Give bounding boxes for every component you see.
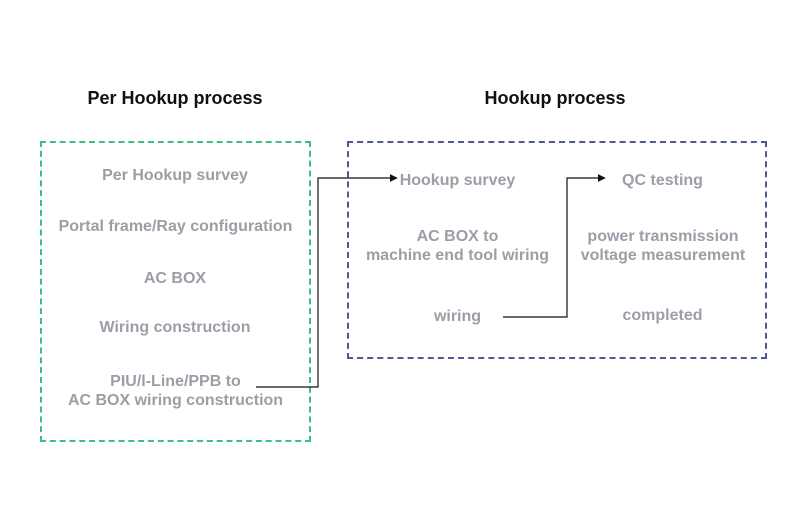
step-piu-line-1: PIU/l-Line/PPB to (110, 373, 241, 390)
step-wiring: wiring (433, 308, 482, 325)
step-qc-testing: QC testing (622, 172, 703, 189)
step-pre-hookup-survey: Per Hookup survey (102, 167, 248, 184)
step-wiring-construction: Wiring construction (99, 319, 251, 336)
hookup-heading: Hookup process (484, 88, 626, 108)
step-power-line-1: power transmission (587, 228, 739, 245)
step-ac-box: AC BOX (143, 270, 207, 287)
step-completed: completed (622, 307, 703, 324)
step-power-transmission-voltage: power transmission voltage measurement (568, 227, 758, 265)
arrow-wiring-to-qc-testing (503, 174, 606, 318)
step-power-line-2: voltage measurement (580, 247, 746, 264)
step-hookup-survey: Hookup survey (399, 172, 516, 189)
step-ac-box-to-line-1: AC BOX to (416, 228, 499, 245)
step-portal-frame-ray-configuration: Portal frame/Ray configuration (58, 218, 293, 235)
pre-hookup-group (40, 141, 311, 442)
step-ac-box-to-line-2: machine end tool wiring (365, 247, 550, 264)
pre-hookup-heading: Per Hookup process (87, 88, 263, 108)
step-ac-box-to-tool-wiring: AC BOX to machine end tool wiring (355, 227, 560, 265)
arrow-pre-hookup-to-hookup-survey (256, 174, 398, 388)
hookup-group (347, 141, 767, 359)
step-piu-to-ac-box-wiring: PIU/l-Line/PPB to AC BOX wiring construc… (40, 372, 311, 410)
step-piu-line-2: AC BOX wiring construction (67, 392, 284, 409)
